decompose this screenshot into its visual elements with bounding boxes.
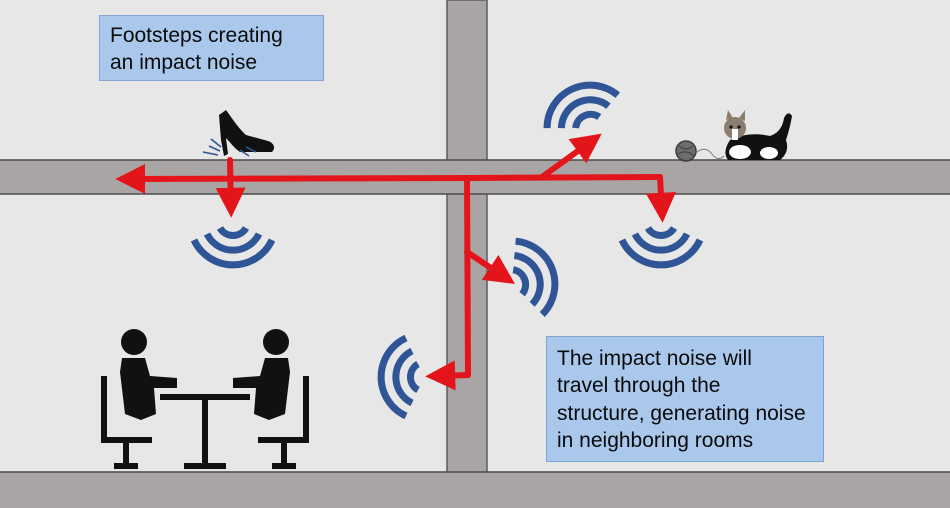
table-icon bbox=[160, 394, 250, 469]
path-heel-drop bbox=[215, 157, 246, 218]
callout-line: in neighboring rooms bbox=[557, 428, 754, 452]
path-wall-left bbox=[425, 360, 471, 391]
path-up-branch bbox=[539, 133, 602, 180]
sound-wave-icon bbox=[543, 81, 620, 129]
path-right-drop bbox=[645, 174, 676, 223]
sound-wave-icon bbox=[512, 237, 559, 317]
callout-line: The impact noise will bbox=[557, 347, 752, 370]
callout-line: travel through the bbox=[557, 374, 721, 398]
path-main-right bbox=[467, 174, 663, 181]
yarn-ball-icon bbox=[675, 140, 725, 162]
sound-wave-icon bbox=[377, 334, 421, 420]
meeting-figures bbox=[101, 329, 309, 469]
callout-line: an impact noise bbox=[110, 51, 258, 75]
path-wall-branch bbox=[464, 249, 515, 284]
path-main-left bbox=[115, 163, 473, 194]
chair-icon bbox=[258, 376, 309, 469]
footsteps-callout: Footsteps creating an impact noise bbox=[99, 15, 324, 81]
path-wall-down bbox=[464, 175, 471, 378]
structure-callout: The impact noise will travel through the… bbox=[546, 336, 824, 462]
chair-icon bbox=[101, 376, 152, 469]
ground-slab bbox=[0, 471, 950, 508]
cat-icon bbox=[724, 110, 792, 160]
impact-lines bbox=[202, 138, 257, 157]
high-heel-shoe-icon bbox=[202, 110, 275, 157]
vibration-path bbox=[115, 133, 676, 391]
person-icon bbox=[120, 329, 177, 420]
callout-line: Footsteps creating bbox=[110, 24, 283, 47]
person-icon bbox=[233, 329, 290, 420]
sound-wave-icon bbox=[190, 225, 276, 269]
callout-line: structure, generating noise bbox=[557, 401, 806, 425]
sound-wave-icon bbox=[618, 225, 704, 269]
